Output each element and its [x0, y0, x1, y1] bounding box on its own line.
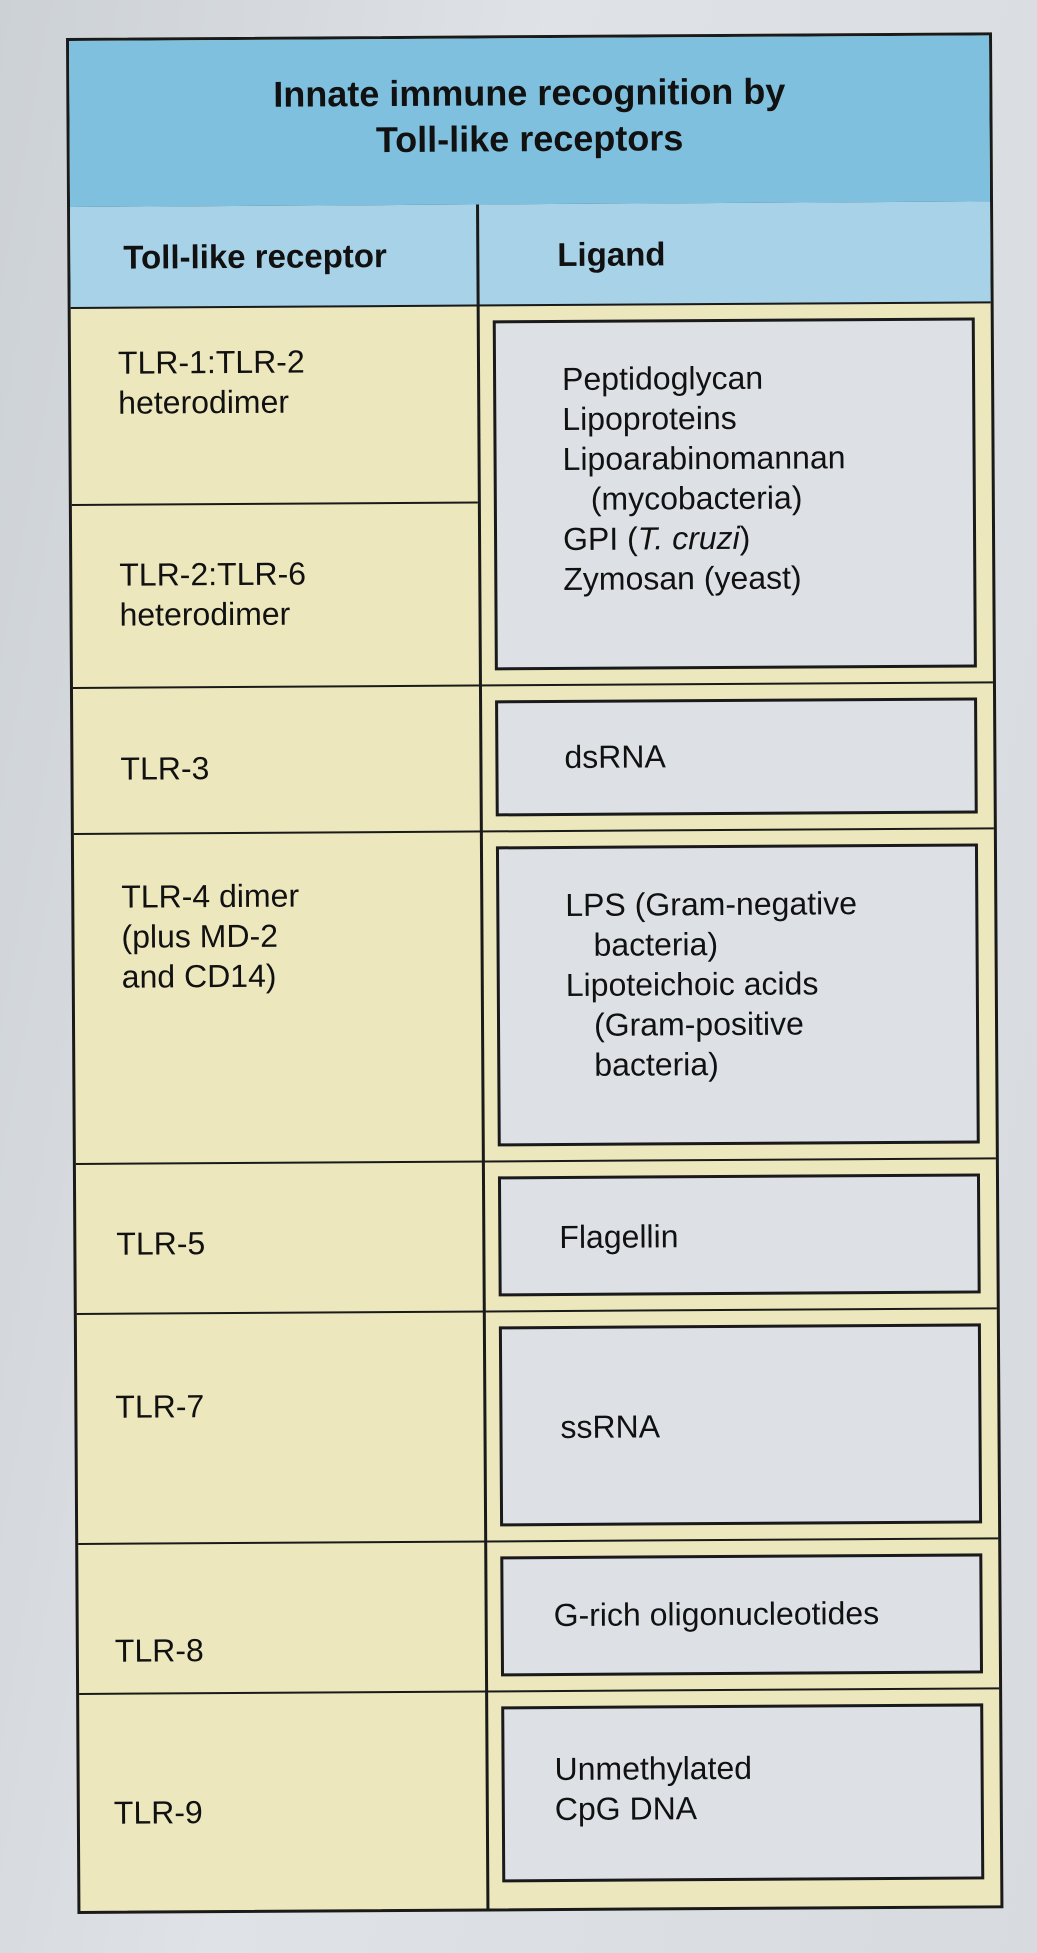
table-header-row: Toll-like receptor Ligand — [70, 201, 991, 309]
receptor-tlr7: TLR-7 — [115, 1385, 455, 1427]
receptor-line: TLR-4 dimer — [121, 877, 300, 915]
ligand-line: Lipoproteins — [562, 399, 737, 437]
ligand-line: CpG DNA — [554, 1790, 698, 1828]
ligand-line: Peptidoglycan — [561, 359, 764, 397]
ligand-line: Lipoarabinomannan — [562, 439, 846, 477]
header-ligand: Ligand — [557, 235, 666, 274]
receptor-line: TLR-8 — [114, 1632, 204, 1669]
ligand-line: G-rich oligonucleotides — [553, 1595, 880, 1634]
ligand-line: Zymosan (yeast) — [563, 559, 802, 597]
ligand-line: bacteria) — [593, 926, 719, 963]
receptor-line: heterodimer — [118, 383, 290, 421]
receptor-line: TLR-7 — [115, 1388, 205, 1425]
receptor-line: TLR-2:TLR-6 — [119, 555, 307, 593]
receptor-tlr9: TLR-9 — [114, 1791, 454, 1833]
ligand-line: dsRNA — [564, 738, 666, 775]
gpi-organism: T. cruzi — [637, 519, 740, 557]
row-border-7 — [79, 1687, 1000, 1695]
receptor-line: and CD14) — [121, 957, 277, 995]
ligand-line: LPS (Gram-negative — [565, 885, 858, 923]
gpi-prefix: GPI ( — [562, 520, 638, 557]
ligand-box-tlr3: dsRNA — [495, 697, 978, 817]
ligand-box-tlr7: ssRNA — [498, 1323, 983, 1527]
header-receptor: Toll-like receptor — [123, 237, 387, 276]
receptor-line: TLR-3 — [120, 750, 210, 787]
tlr-table: Innate immune recognition by Toll-like r… — [66, 32, 1004, 1914]
row-border-1 — [71, 501, 478, 506]
title-line-1: Innate immune recognition by — [273, 70, 786, 115]
receptor-tlr3: TLR-3 — [120, 747, 460, 789]
ligand-line: ssRNA — [560, 1408, 661, 1446]
ligand-line: Lipoteichoic acids — [565, 965, 819, 1003]
row-border-4 — [75, 1157, 996, 1165]
receptor-tlr1-tlr2: TLR-1:TLR-2 heterodimer — [118, 341, 458, 423]
ligand-line-gpi: GPI (T. cruzi) — [563, 516, 973, 559]
row-border-6 — [78, 1537, 999, 1545]
receptor-tlr8: TLR-8 — [115, 1629, 455, 1671]
receptor-line: TLR-5 — [116, 1225, 206, 1262]
ligand-box-tlr1-tlr2-tlr6: Peptidoglycan Lipoproteins Lipoarabinoma… — [492, 317, 977, 671]
row-border-5 — [76, 1307, 997, 1315]
gpi-suffix: ) — [739, 519, 751, 556]
title-line-2: Toll-like receptors — [375, 117, 684, 161]
column-divider — [476, 204, 490, 1909]
ligand-line: Unmethylated — [554, 1749, 753, 1788]
table-title-bar: Innate immune recognition by Toll-like r… — [69, 35, 991, 210]
table-title: Innate immune recognition by Toll-like r… — [219, 68, 840, 164]
row-border-2 — [72, 681, 993, 689]
receptor-line: (plus MD-2 — [121, 917, 279, 955]
ligand-box-tlr4: LPS (Gram-negative bacteria) Lipoteichoi… — [495, 843, 980, 1147]
receptor-line: TLR-1:TLR-2 — [117, 343, 305, 381]
receptor-tlr2-tlr6: TLR-2:TLR-6 heterodimer — [119, 553, 459, 635]
ligand-box-tlr5: Flagellin — [497, 1173, 981, 1297]
ligand-box-tlr9: Unmethylated CpG DNA — [501, 1703, 985, 1883]
ligand-line: bacteria) — [594, 1046, 719, 1083]
ligand-line: (mycobacteria) — [590, 479, 803, 517]
ligand-line: (Gram-positive — [593, 1005, 804, 1043]
ligand-box-tlr8: G-rich oligonucleotides — [500, 1553, 984, 1677]
row-border-3 — [73, 827, 994, 835]
receptor-tlr5: TLR-5 — [116, 1222, 456, 1264]
receptor-line: heterodimer — [119, 595, 291, 633]
ligand-line: Flagellin — [559, 1218, 679, 1256]
receptor-line: TLR-9 — [113, 1794, 203, 1831]
receptor-tlr4: TLR-4 dimer (plus MD-2 and CD14) — [121, 875, 462, 997]
